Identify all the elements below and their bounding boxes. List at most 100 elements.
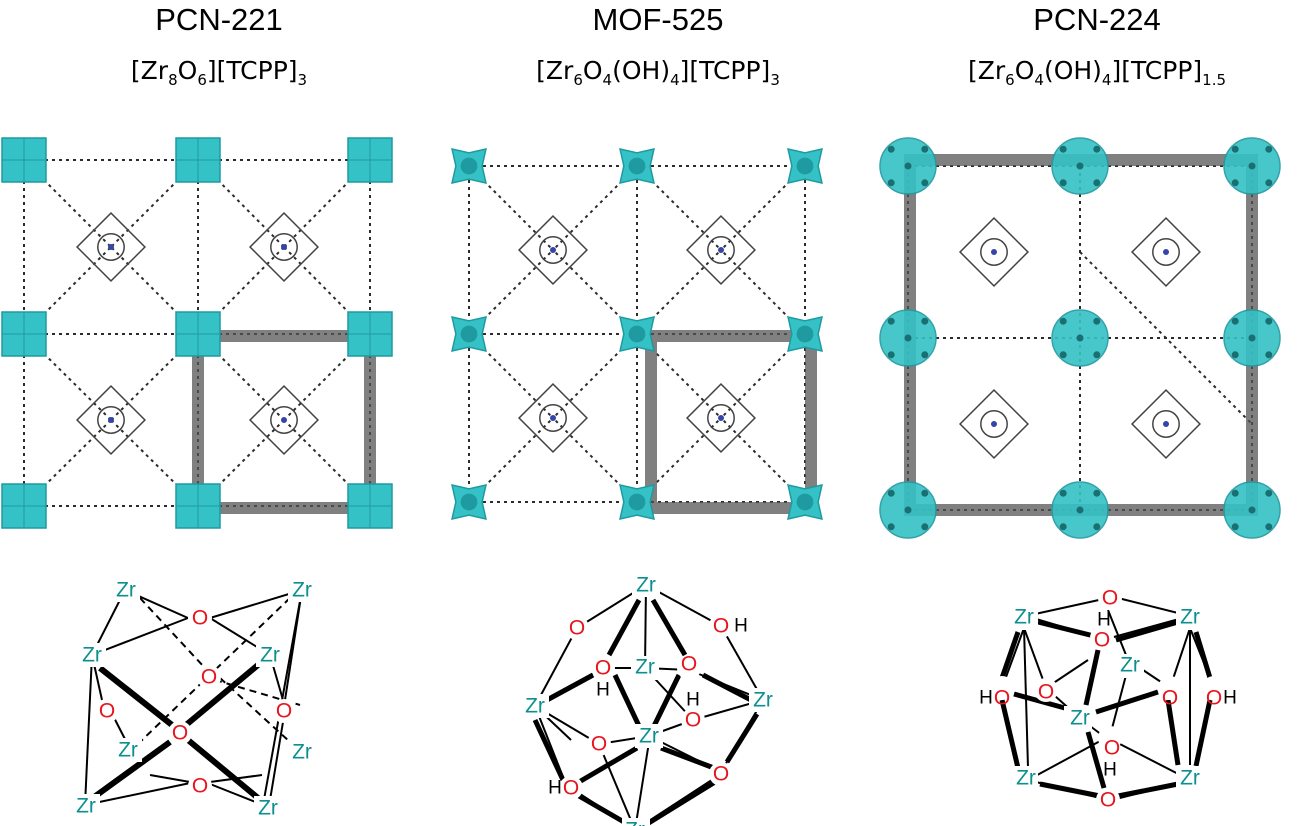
node-atom (1231, 351, 1239, 359)
node-atom (1093, 317, 1101, 325)
node-atom (1076, 162, 1084, 170)
formula-text: [Zr (536, 56, 574, 85)
porphyrin-ring (248, 384, 320, 456)
atom-zr: Zr (292, 741, 312, 764)
node-atom (904, 506, 912, 514)
node-atom (1231, 523, 1239, 531)
formula-subscript: 6 (1005, 71, 1015, 89)
node-core (460, 493, 478, 511)
porphyrin-ring (1130, 216, 1202, 288)
node-atom (1093, 145, 1101, 153)
panel-title: PCN-224 (1033, 2, 1161, 37)
node-atom (1265, 145, 1273, 153)
atom-zr: Zr (635, 656, 655, 679)
atom-h: H (686, 690, 700, 711)
porphyrin-core (270, 233, 298, 261)
porphyrin-ring (685, 214, 757, 286)
unit-cell-outline (645, 330, 817, 514)
atom-o: O (1104, 737, 1120, 760)
porphyrin-core (97, 406, 125, 434)
formula-text: [Zr (967, 56, 1006, 85)
porphyrin-ring (248, 211, 320, 283)
node-atom (887, 145, 895, 153)
node-atom (1059, 351, 1067, 359)
atom-zr: Zr (1016, 767, 1036, 790)
node-atom (1248, 162, 1256, 170)
node-atom (1231, 317, 1239, 325)
formula-subscript: 6 (197, 71, 207, 89)
linker-bond (552, 165, 638, 251)
node-atom (887, 523, 895, 531)
node-atom (1231, 145, 1239, 153)
porphyrin-core (707, 404, 735, 432)
linker-bond (636, 165, 722, 251)
atom-zr: Zr (260, 644, 280, 667)
atom-zr: Zr (258, 797, 278, 820)
lattice-pcn-224 (879, 137, 1281, 539)
node-atom (1093, 523, 1101, 531)
formula-text: O (582, 56, 603, 85)
porphyrin-core (1152, 238, 1180, 266)
linker-bond (468, 333, 554, 419)
cluster-zr6o4oh4: Zr Zr Zr Zr Zr Zr O O H O H O O O H O H … (521, 573, 777, 826)
porphyrin-core (707, 236, 735, 264)
node-atom (1093, 179, 1101, 187)
node-atom (1231, 489, 1239, 497)
node-atom (1265, 179, 1273, 187)
atom-zr: Zr (116, 579, 136, 602)
atom-zr: Zr (118, 739, 138, 762)
atom-zr: Zr (525, 695, 545, 718)
atom-o: O (569, 617, 585, 640)
porphyrin-n (1163, 249, 1169, 255)
panel-mof-525: MOF-525 [Zr6O4(OH)4][TCPP]3 (439, 0, 877, 826)
linker-bond (468, 417, 554, 503)
panel-title: MOF-525 (592, 2, 724, 37)
atom-o: O (994, 687, 1010, 710)
atom-h: H (596, 680, 610, 701)
formula-text: O (177, 56, 198, 85)
porphyrin-ring (517, 214, 589, 286)
linker-bond (720, 417, 806, 503)
linker-bond (552, 333, 638, 419)
linker-bond (1079, 251, 1253, 425)
formula-subscript: 4 (602, 71, 613, 89)
atom-o: O (713, 763, 729, 786)
porphyrin-core (539, 404, 567, 432)
atom-h: H (1223, 688, 1237, 709)
porphyrin-n (991, 249, 997, 255)
atom-o: O (681, 653, 697, 676)
node-core (628, 493, 646, 511)
atom-o: O (1100, 789, 1116, 812)
panel-pcn-221: PCN-221 [Zr8O6][TCPP]3 (0, 0, 438, 826)
node-atom (887, 489, 895, 497)
node-core (460, 325, 478, 343)
linker-bond (636, 333, 722, 419)
porphyrin-core (97, 233, 125, 261)
atom-zr: Zr (636, 574, 656, 597)
atom-o: O (192, 775, 208, 798)
atom-o: O (1102, 587, 1118, 610)
atom-o: O (99, 700, 115, 723)
panel-formula: [Zr6O4(OH)4][TCPP]3 (439, 56, 877, 88)
node-atom (1265, 523, 1273, 531)
node-core (628, 325, 646, 343)
atom-o: O (1038, 681, 1054, 704)
linker-bond (552, 417, 638, 503)
porphyrin-ring (1130, 388, 1202, 460)
atom-h: H (548, 778, 562, 799)
node-atom (1265, 489, 1273, 497)
node-atom (921, 179, 929, 187)
panel-formula: [Zr6O4(OH)4][TCPP]1.5 (878, 56, 1316, 88)
porphyrin-core (1152, 410, 1180, 438)
formula-text: ][TCPP] (1111, 56, 1203, 85)
node-atom (1059, 317, 1067, 325)
porphyrin-n (550, 415, 556, 421)
linker-bond (468, 249, 554, 335)
atom-zr: Zr (639, 725, 659, 748)
node-core (460, 157, 478, 175)
porphyrin-core (539, 236, 567, 264)
formula-text: (OH) (1043, 56, 1102, 85)
lattice-mof-525 (451, 148, 823, 520)
node-atom (1248, 506, 1256, 514)
formula-subscript: 6 (573, 71, 583, 89)
